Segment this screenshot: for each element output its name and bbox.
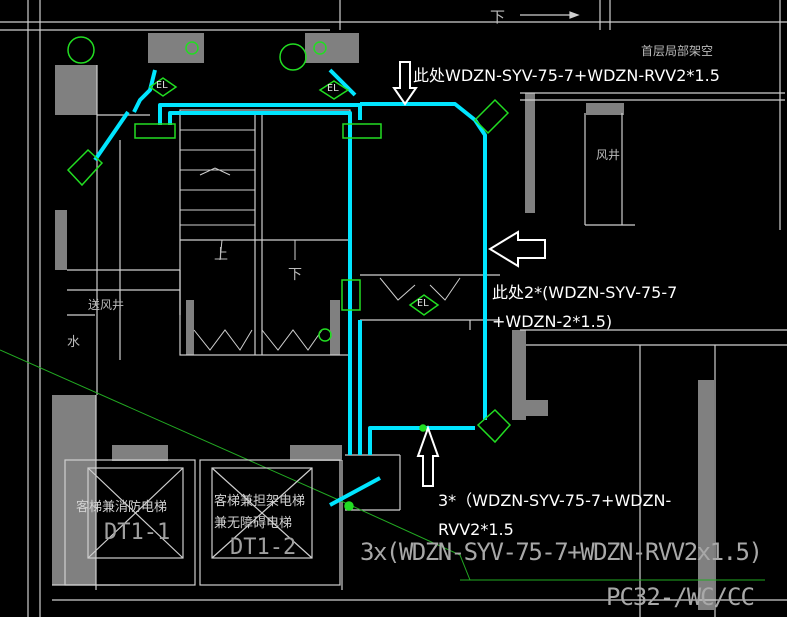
elevator2-id: DT1-2 [230,535,297,560]
annotation-bottom-line1: 3*（WDZN-SYV-75-7+WDZN- [438,491,672,510]
wall-left-mid [55,210,67,270]
green-leader-line [0,349,471,581]
wall-top-left [148,33,204,63]
camera-right-top [473,98,510,135]
wall-top-right [305,33,359,63]
elevator2-name-line1: 客梯兼担架电梯 [214,494,306,509]
arrow-left-middle [488,230,546,268]
detector-circle-left [67,36,95,64]
down-label: 下 [288,267,302,283]
wall-top-right-corner [525,93,535,213]
junction-box-right [342,123,382,139]
annotation-middle-line2: +WDZN-2*1.5) [492,312,613,331]
wall-right-pillar [512,330,526,420]
junction-box-left [134,123,176,139]
elevator1-name: 客梯兼消防电梯 [76,500,168,515]
annotation-arrows [392,61,546,487]
wall-elev-top-b [290,445,342,461]
el-left-label: EL [156,80,169,91]
arrow-up-bottom [416,425,440,487]
camera-right-bottom [476,408,512,444]
device-symbols [66,36,512,511]
elevator1-id: DT1-1 [104,520,171,545]
up-label: 上 [214,247,228,263]
wall-elev-top-a [112,445,168,461]
supply-shaft-label: 送风井 [88,298,125,312]
el-sign-left [148,77,178,97]
wall-right-low [698,380,714,610]
room-label-top-right: 首层局部架空 [641,44,714,58]
elevator-shafts [64,459,341,586]
annotation-middle-line1: 此处2*(WDZN-SYV-75-7 [492,283,678,302]
el-sign-right [318,80,350,100]
arrow-down-top [392,61,418,106]
stair-treads [180,129,296,261]
door-arcs [193,277,461,351]
annotation-top: 此处WDZN-SYV-75-7+WDZN-RVV2*1.5 [413,66,720,85]
elevator2-name-line2: 兼无障碍电梯 [214,516,293,531]
wall-stair-r [330,300,340,355]
down-top-label: 下 [490,8,506,26]
walls [52,33,714,610]
detector-circle-right [279,43,307,71]
el-right-label: EL [327,83,340,94]
junction-box-mid [341,279,361,311]
water-label: 水 [67,335,81,350]
camera-left [66,148,104,187]
wall-stair-l [186,300,194,355]
annotation-bottom-line2: RVV2*1.5 [438,520,514,539]
cable-spec-label: 3x(WDZN-SYV-75-7+WDZN-RVV2x1.5) [360,538,763,566]
cable-routes [93,68,487,507]
wall-left-low [52,395,96,585]
wall-shaft-top [586,103,624,115]
el-mid-label: EL [417,298,430,309]
el-sign-mid [408,294,440,316]
air-shaft-label: 风井 [596,148,621,162]
conduit-spec-label: PC32-/WC/CC [606,583,755,611]
wall-left-upper [55,65,97,115]
wall-right-stub [526,400,548,416]
